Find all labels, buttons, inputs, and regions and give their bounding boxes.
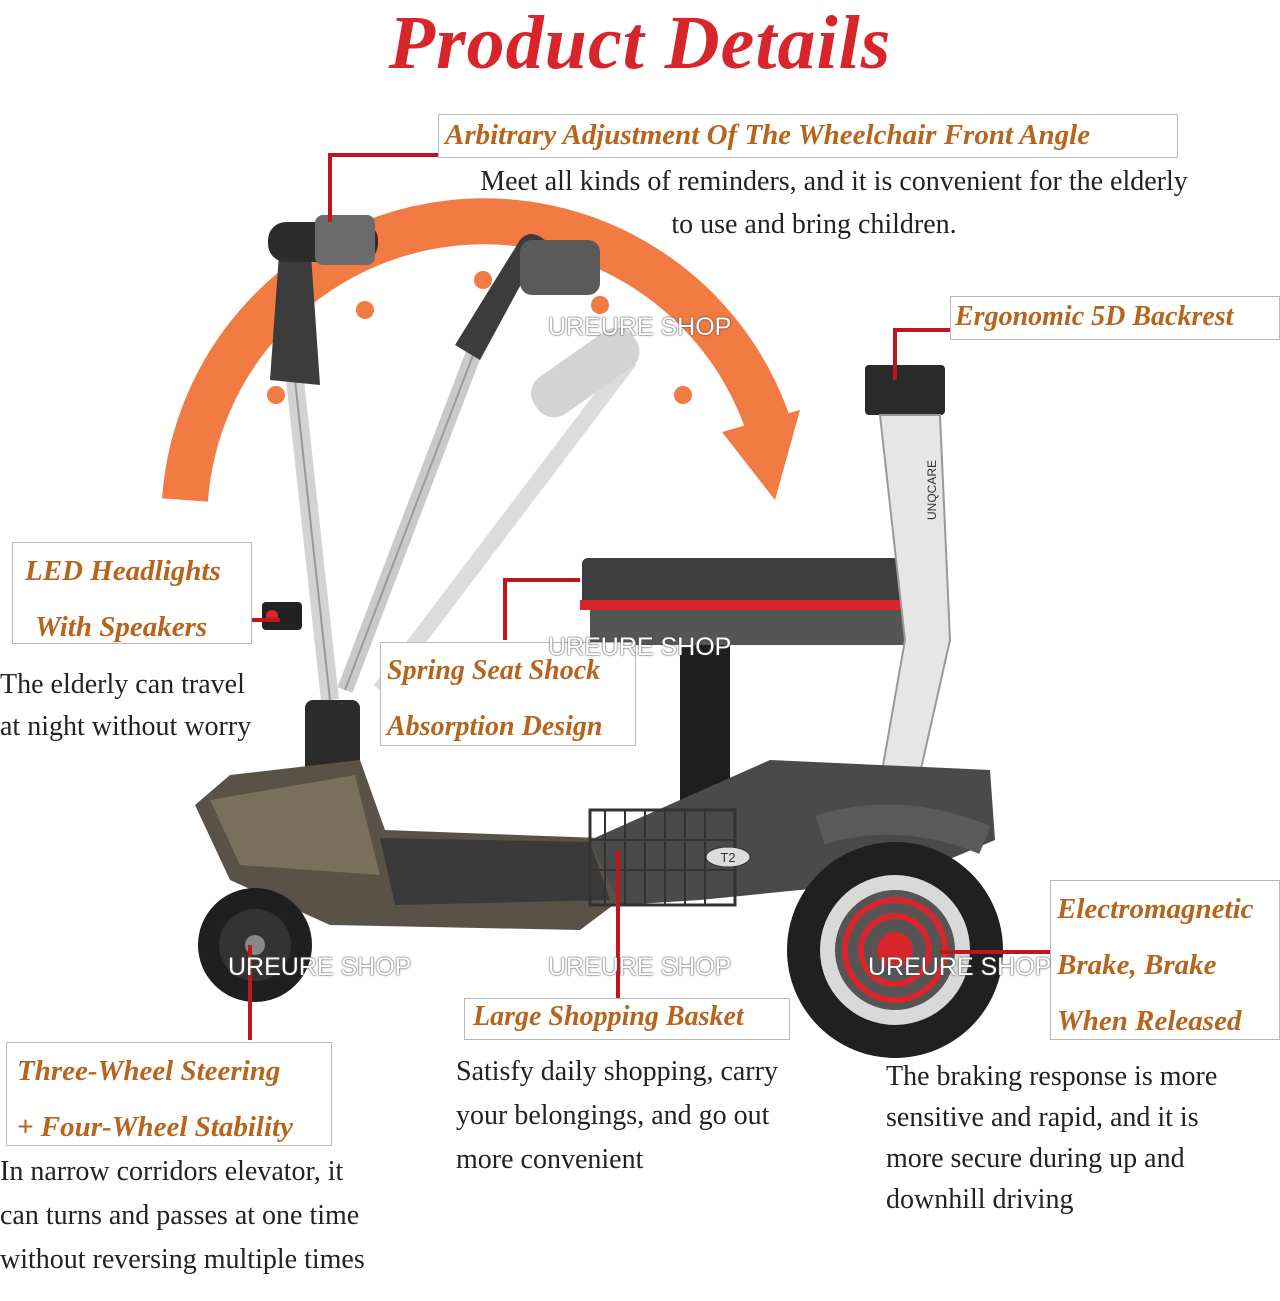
title-line: Spring Seat Shock xyxy=(387,655,601,686)
fold-arrow-icon xyxy=(162,198,800,502)
desc-line: can turns and passes at one time xyxy=(0,1200,360,1231)
front-badge: T2 xyxy=(720,850,735,865)
watermark: UREURE SHOP xyxy=(228,953,412,981)
title-line: Absorption Design xyxy=(387,711,603,742)
headlights-title: LED Headlights With Speakers xyxy=(12,542,252,644)
title-line: Brake, Brake xyxy=(1057,949,1217,981)
title-line: When Released xyxy=(1057,1005,1242,1037)
mid-handlebar-icon xyxy=(337,234,600,693)
desc-line: In narrow corridors elevator, it xyxy=(0,1156,344,1187)
steering-desc: In narrow corridors elevator, it can tur… xyxy=(0,1150,440,1282)
title-line: Three-Wheel Steering xyxy=(17,1055,281,1087)
brake-title: Electromagnetic Brake, Brake When Releas… xyxy=(1050,880,1280,1040)
desc-line: without reversing multiple times xyxy=(0,1244,365,1275)
scooter-base-icon xyxy=(195,760,620,930)
basket-desc: Satisfy daily shopping, carry your belon… xyxy=(456,1050,856,1182)
title-line: Electromagnetic xyxy=(1057,893,1254,925)
headlight-icon xyxy=(262,602,302,630)
desc-line: more convenient xyxy=(456,1144,644,1175)
watermark: UREURE SHOP xyxy=(868,953,1052,981)
watermark: UREURE SHOP xyxy=(548,313,732,341)
title-line: + Four-Wheel Stability xyxy=(17,1111,293,1143)
desc-line: The braking response is more xyxy=(886,1061,1218,1092)
front-wheel-icon xyxy=(198,888,312,1002)
watermark: UREURE SHOP xyxy=(548,953,732,981)
desc-line: downhill driving xyxy=(886,1184,1074,1215)
seat-post-brand: UNQCARE xyxy=(925,460,939,520)
faded-handlebar-icon xyxy=(373,327,640,695)
desc-line: The elderly can travel xyxy=(0,669,245,700)
title-line: With Speakers xyxy=(35,611,208,643)
desc-line: more secure during up and xyxy=(886,1143,1185,1174)
desc-line: Meet all kinds of reminders, and it is c… xyxy=(480,166,1188,197)
front-angle-title: Arbitrary Adjustment Of The Wheelchair F… xyxy=(438,114,1178,158)
watermark: UREURE SHOP xyxy=(548,633,732,661)
steering-title: Three-Wheel Steering + Four-Wheel Stabil… xyxy=(6,1042,332,1146)
front-angle-desc: Meet all kinds of reminders, and it is c… xyxy=(414,160,1254,247)
desc-line: Satisfy daily shopping, carry xyxy=(456,1056,778,1087)
desc-line: your belongings, and go out xyxy=(456,1100,770,1131)
basket-title: Large Shopping Basket xyxy=(464,998,790,1040)
desc-line: to use and bring children. xyxy=(671,209,957,241)
steering-column-icon xyxy=(268,215,378,810)
title-line: LED Headlights xyxy=(25,555,221,587)
desc-line: at night without worry xyxy=(0,711,252,742)
brake-desc: The braking response is more sensitive a… xyxy=(886,1056,1276,1220)
seat-shock-title: Spring Seat Shock Absorption Design xyxy=(380,642,636,746)
desc-line: sensitive and rapid, and it is xyxy=(886,1102,1199,1133)
backrest-title: Ergonomic 5D Backrest xyxy=(950,296,1280,340)
callout-lines xyxy=(248,153,1050,1040)
headlights-desc: The elderly can travel at night without … xyxy=(0,664,300,748)
backrest-icon: UNQCARE xyxy=(865,365,952,841)
page-title: Product Details xyxy=(388,1,892,85)
